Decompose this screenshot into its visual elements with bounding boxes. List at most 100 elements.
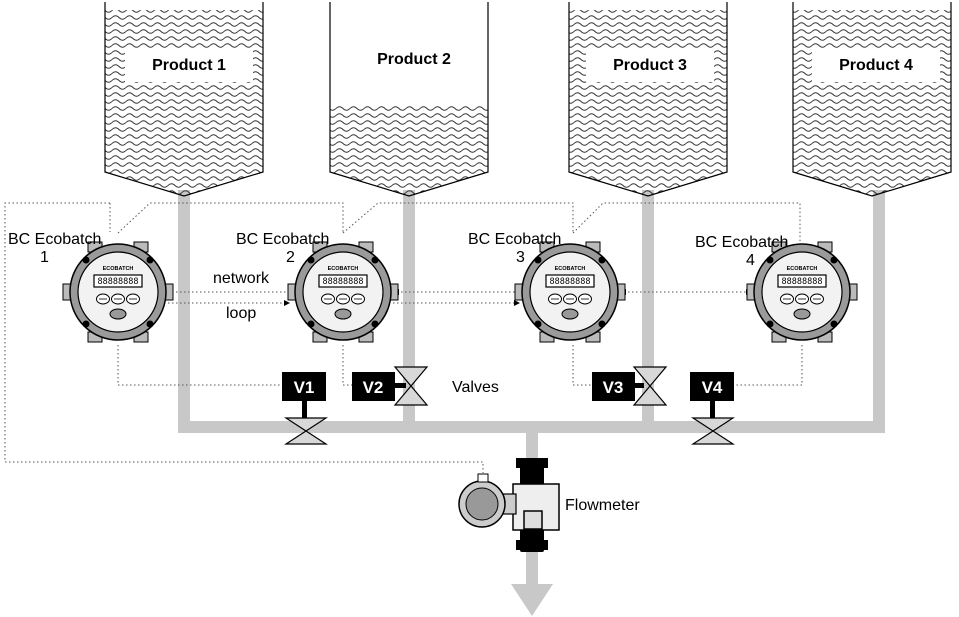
controller-1-faceplate: [77, 251, 159, 333]
controller-2-bolt-1: [307, 256, 315, 264]
wire-c1-to-flowmeter: [4, 202, 484, 473]
valve-v4[interactable]: V4: [690, 372, 736, 445]
controller-4-bolt-2: [830, 256, 838, 264]
pipe-drop-4: [873, 190, 885, 433]
flowmeter-flange-top: [516, 458, 548, 468]
tank-level-1: [105, 10, 263, 196]
controller-3-number: 3: [516, 249, 525, 266]
controller-3-start-key[interactable]: [561, 308, 579, 320]
controller-4-bolt-1: [766, 256, 774, 264]
valve-v2-label: V2: [363, 378, 384, 397]
controller-3-brand: ECOBATCH: [555, 266, 586, 272]
controller-1-bolt-3: [82, 320, 90, 328]
tank-level-4: [793, 10, 951, 196]
controller-3-bolt-2: [598, 256, 606, 264]
controller-4-faceplate: [761, 251, 843, 333]
valves-label: Valves: [452, 379, 499, 396]
flowmeter-cable-gland: [477, 473, 489, 483]
network-label: network: [213, 270, 270, 287]
tank-label-box-3: [586, 48, 714, 82]
wire-c4-to-v4: [733, 345, 803, 386]
wire-c1-top-bridge: [117, 202, 344, 234]
controller-4-display-value: 88888888: [782, 277, 823, 287]
valve-v4-stem: [710, 400, 715, 422]
controller-1-label: BC Ecobatch: [8, 231, 101, 248]
controller-4-start-key[interactable]: [793, 308, 811, 320]
valve-v2-stem: [394, 383, 406, 388]
controller-1-bolt-4: [146, 320, 154, 328]
tank-level-3: [569, 10, 727, 196]
tank-label-3: Product 3: [613, 57, 687, 74]
controller-2-brand: ECOBATCH: [328, 266, 359, 272]
controller-2-bolt-4: [371, 320, 379, 328]
flow-direction-arrow: [511, 584, 553, 616]
controller-3-display: [545, 274, 595, 288]
tank-label-1: Product 1: [152, 57, 226, 74]
controller-4-bolt-4: [830, 320, 838, 328]
controller-3-bolt-1: [534, 256, 542, 264]
controller-2: ECOBATCH 88888888: [287, 241, 399, 343]
valve-v2-actuator: [352, 372, 395, 401]
controller-3-bolt-3: [534, 320, 542, 328]
tank-product-2: Product 2: [329, 2, 489, 197]
tank-product-1: Product 1: [104, 2, 264, 197]
controller-1-bolt-2: [146, 256, 154, 264]
pipe-drop-1: [178, 190, 190, 433]
controller-3-label: BC Ecobatch: [468, 231, 561, 248]
controller-1-bolt-1: [82, 256, 90, 264]
valve-v3-label: V3: [603, 378, 624, 397]
flowmeter-sensor-window: [523, 510, 543, 530]
controller-2-number: 2: [286, 249, 295, 266]
wire-c1-to-v1: [117, 345, 282, 386]
loop-label: loop: [226, 305, 256, 322]
valve-v1-actuator: [282, 372, 326, 401]
controller-1-start-key[interactable]: [109, 308, 127, 320]
controller-3-bolt-4: [598, 320, 606, 328]
valve-v3-body: [632, 366, 668, 406]
tank-outline-2: [329, 2, 489, 197]
valve-v3-stem: [634, 383, 644, 388]
valve-v2-body: [393, 366, 429, 406]
valve-v1[interactable]: V1: [282, 372, 329, 445]
valve-v3[interactable]: V3: [592, 366, 668, 406]
arrow-loop-3: [514, 300, 520, 306]
wire-c3-top-bridge: [572, 202, 801, 260]
controller-2-faceplate: [302, 251, 384, 333]
wiring: [4, 202, 803, 473]
controller-3-faceplate: [529, 251, 611, 333]
controller-3: ECOBATCH 88888888: [514, 241, 626, 343]
valve-v1-body: [283, 417, 329, 445]
controller-1-number: 1: [40, 249, 49, 266]
controller-4-display: [777, 274, 827, 288]
controller-4-bolt-3: [766, 320, 774, 328]
tank-outline-1: [104, 2, 264, 197]
controller-2-bolt-3: [307, 320, 315, 328]
flowmeter-flange-bottom: [516, 540, 548, 550]
controller-1-display-value: 88888888: [98, 277, 139, 287]
controller-3-display-value: 88888888: [550, 277, 591, 287]
tank-product-4: Product 4: [792, 2, 952, 197]
controller-2-display-value: 88888888: [323, 277, 364, 287]
controller-1-brand: ECOBATCH: [103, 266, 134, 272]
arrow-loop-2: [284, 300, 290, 306]
tank-label-box-4: [812, 48, 940, 82]
valve-v1-stem: [302, 400, 307, 422]
valve-v3-actuator: [592, 372, 635, 401]
flowmeter-label: Flowmeter: [565, 497, 640, 514]
valve-v4-body: [690, 417, 736, 445]
controller-1-display: [93, 274, 143, 288]
tank-outline-4: [792, 2, 952, 197]
flowmeter: [458, 458, 560, 552]
wire-c3-to-v3: [572, 345, 592, 386]
controller-2-label: BC Ecobatch: [236, 231, 329, 248]
wire-c2-to-v2: [342, 345, 352, 386]
tank-label-box-1: [125, 48, 253, 82]
controller-2-start-key[interactable]: [334, 308, 352, 320]
valve-v1-label: V1: [294, 378, 315, 397]
valve-v4-label: V4: [702, 378, 723, 397]
tank-product-3: Product 3: [568, 2, 728, 197]
valve-v4-actuator: [690, 372, 734, 401]
controller-4-label: BC Ecobatch: [695, 234, 788, 251]
valve-v2[interactable]: V2: [352, 366, 429, 406]
